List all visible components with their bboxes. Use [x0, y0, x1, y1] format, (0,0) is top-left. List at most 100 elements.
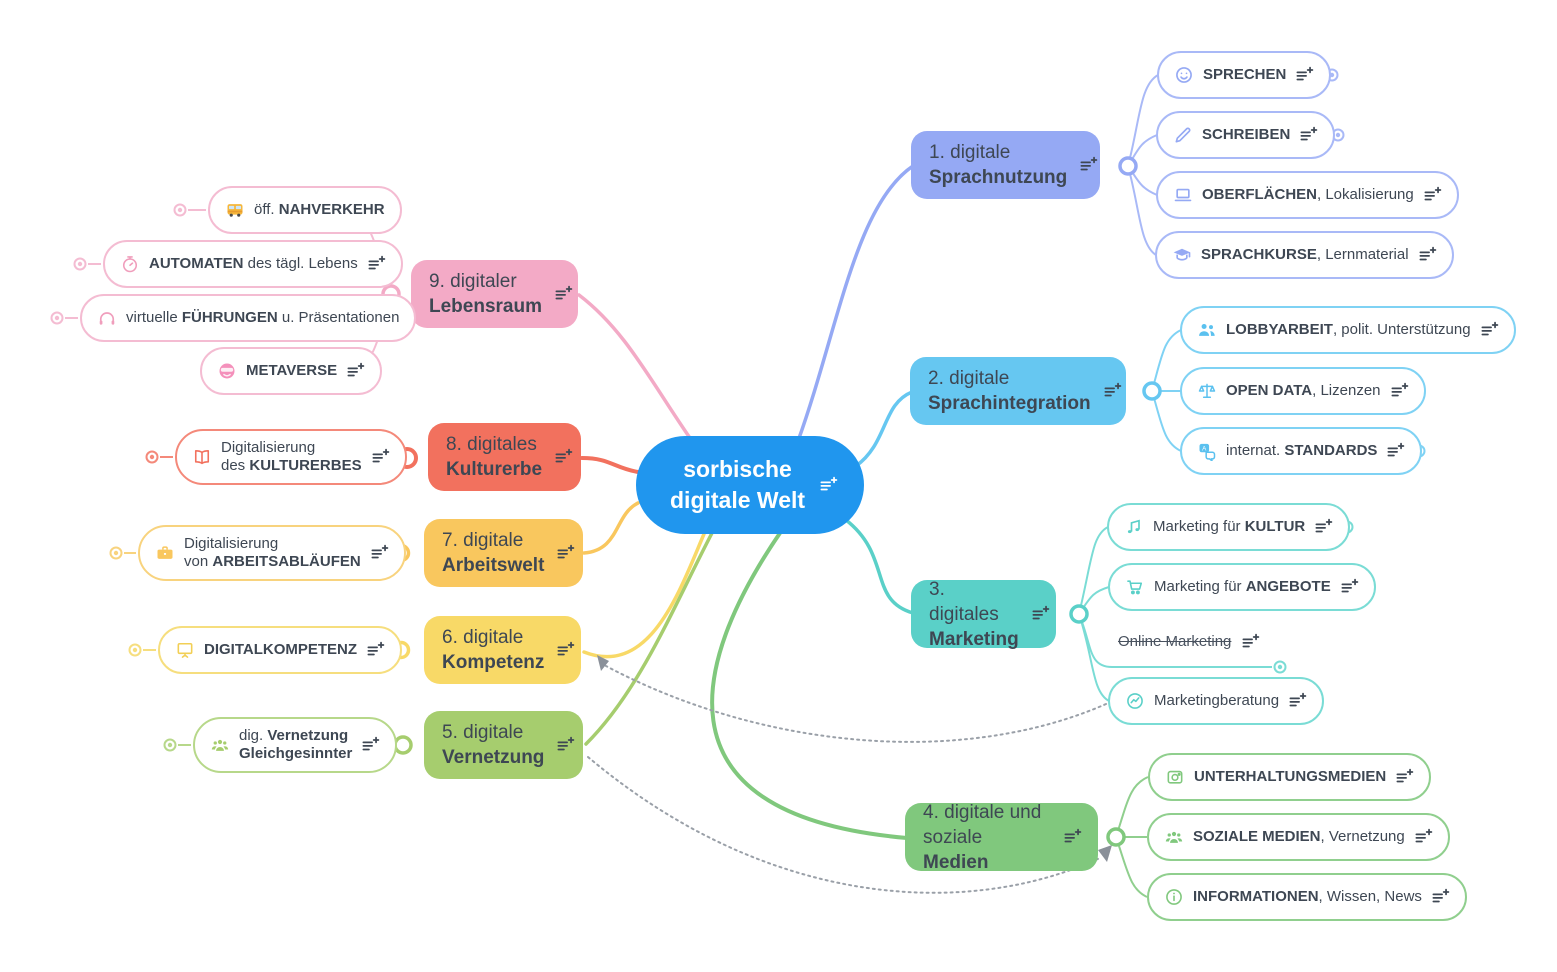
node-label: internat. STANDARDS — [1226, 442, 1378, 459]
branch-label-line1: 8. digitales — [446, 434, 537, 455]
node-digitalkompetenz[interactable]: DIGITALKOMPETENZ — [158, 626, 403, 674]
add-note-icon[interactable] — [367, 255, 386, 274]
add-note-icon[interactable] — [1340, 578, 1359, 597]
headphones-icon — [97, 308, 117, 328]
add-note-icon[interactable] — [1299, 126, 1318, 145]
add-note-icon[interactable] — [346, 362, 365, 381]
arrowhead — [1098, 845, 1112, 862]
node-marketingberatung[interactable]: Marketingberatung — [1108, 677, 1325, 725]
branch-1-sprachnutzung[interactable]: 1. digitale Sprachnutzung — [911, 131, 1100, 199]
translation-icon: A — [1197, 441, 1217, 461]
node-oberflaechen[interactable]: OBERFLÄCHEN, Lokalisierung — [1156, 171, 1459, 219]
node-label: Marketing für KULTUR — [1153, 518, 1306, 535]
add-note-icon[interactable] — [554, 448, 573, 467]
info-icon — [1164, 887, 1184, 907]
people-icon — [1197, 320, 1217, 340]
node-arbeitsablaeufe-digitalisierung[interactable]: Digitalisierung von ARBEITSABLÄUFEN — [138, 525, 406, 581]
node-label: LOBBYARBEIT, polit. Unterstützung — [1226, 321, 1471, 338]
branch-5-vernetzung[interactable]: 5. digitale Vernetzung — [424, 711, 583, 779]
branch-label-line1: 4. digitale und — [923, 801, 1042, 823]
node-metaverse[interactable]: METAVERSE — [200, 347, 383, 395]
branch-label-line1: 6. digitale — [442, 627, 524, 648]
add-note-icon[interactable] — [1423, 186, 1442, 205]
branch-label-line1: 5. digitale — [442, 722, 524, 743]
svg-text:A: A — [1202, 445, 1207, 452]
branch-4-medien[interactable]: 4. digitale und soziale Medien — [905, 801, 1098, 873]
add-note-icon[interactable] — [371, 448, 390, 467]
smiley-icon — [1174, 65, 1194, 85]
node-kulturerbe-digitalisierung[interactable]: Digitalisierung des KULTURERBES — [175, 429, 407, 485]
add-note-icon[interactable] — [1390, 382, 1409, 401]
node-label: UNTERHALTUNGSMEDIEN — [1194, 768, 1387, 785]
add-note-icon[interactable] — [1079, 156, 1098, 175]
node-marketing-kultur[interactable]: Marketing für KULTUR — [1107, 503, 1351, 551]
add-note-icon[interactable] — [1431, 888, 1450, 907]
relationship-beratung-to-kompetenz[interactable] — [597, 655, 1107, 743]
branch-label-line2: soziale Medien — [923, 826, 989, 873]
node-label: dig. Vernetzung Gleichgesinnter — [239, 727, 353, 762]
add-note-icon[interactable] — [1414, 828, 1433, 847]
node-soziale-medien[interactable]: SOZIALE MEDIEN, Vernetzung — [1147, 813, 1450, 861]
add-note-icon[interactable] — [1418, 246, 1437, 265]
add-note-icon[interactable] — [1395, 768, 1414, 787]
branch-3-marketing[interactable]: 3. digitales Marketing — [911, 579, 1056, 650]
node-standards[interactable]: A internat. STANDARDS — [1180, 427, 1423, 475]
node-marketing-angebote[interactable]: Marketing für ANGEBOTE — [1108, 563, 1376, 611]
briefcase-icon — [155, 543, 175, 563]
node-automaten[interactable]: AUTOMATEN des tägl. Lebens — [103, 240, 403, 288]
node-online-marketing[interactable]: Online Marketing — [1112, 629, 1266, 655]
add-note-icon[interactable] — [361, 736, 380, 755]
add-note-icon[interactable] — [1295, 66, 1314, 85]
node-vernetzung-gleichgesinnter[interactable]: dig. Vernetzung Gleichgesinnter — [193, 717, 398, 773]
music-note-icon — [1124, 517, 1144, 537]
branch-8-kulturerbe[interactable]: 8. digitales Kulturerbe — [428, 423, 581, 491]
node-label: OBERFLÄCHEN, Lokalisierung — [1202, 186, 1414, 203]
node-label: SOZIALE MEDIEN, Vernetzung — [1193, 828, 1405, 845]
add-note-icon[interactable] — [819, 476, 838, 495]
branch-label-line2: Arbeitswelt — [442, 555, 545, 576]
add-note-icon[interactable] — [556, 544, 575, 563]
node-nahverkehr[interactable]: öff. NAHVERKEHR — [208, 186, 402, 234]
node-fuehrungen[interactable]: virtuelle FÜHRUNGEN u. Präsentationen — [80, 294, 417, 342]
add-note-icon[interactable] — [556, 736, 575, 755]
branch-2-sprachintegration[interactable]: 2. digitale Sprachintegration — [910, 357, 1126, 425]
add-note-icon[interactable] — [1031, 605, 1050, 624]
node-label: Digitalisierung des KULTURERBES — [221, 439, 362, 474]
add-note-icon[interactable] — [370, 544, 389, 563]
add-note-icon[interactable] — [366, 641, 385, 660]
node-sprachkurse[interactable]: SPRACHKURSE, Lernmaterial — [1155, 231, 1454, 279]
node-lobbyarbeit[interactable]: LOBBYARBEIT, polit. Unterstützung — [1180, 306, 1516, 354]
root-label: sorbische digitale Welt — [670, 456, 806, 513]
branch-6-kompetenz[interactable]: 6. digitale Kompetenz — [424, 616, 581, 684]
branch-7-arbeitswelt[interactable]: 7. digitale Arbeitswelt — [424, 519, 583, 587]
add-note-icon[interactable] — [1480, 321, 1499, 340]
pencil-icon — [1173, 125, 1193, 145]
add-note-icon[interactable] — [1314, 518, 1333, 537]
add-note-icon[interactable] — [1063, 828, 1082, 847]
node-label: AUTOMATEN des tägl. Lebens — [149, 255, 358, 272]
root-node[interactable]: sorbische digitale Welt — [636, 436, 865, 534]
branch-3-child-wires — [1078, 526, 1354, 702]
node-label: SCHREIBEN — [1202, 126, 1291, 143]
add-note-icon[interactable] — [554, 285, 573, 304]
add-note-icon[interactable] — [1241, 633, 1260, 652]
node-sprechen[interactable]: SPRECHEN — [1157, 51, 1332, 99]
add-note-icon[interactable] — [556, 641, 575, 660]
branch-label-line1: 2. digitale — [928, 368, 1010, 389]
node-informationen[interactable]: INFORMATIONEN, Wissen, News — [1147, 873, 1467, 921]
add-note-icon[interactable] — [1288, 692, 1307, 711]
node-label: DIGITALKOMPETENZ — [204, 641, 358, 658]
node-label: SPRECHEN — [1203, 66, 1287, 83]
node-opendata[interactable]: OPEN DATA, Lizenzen — [1180, 367, 1426, 415]
relationship-vernetzung-to-medien[interactable] — [587, 756, 1112, 894]
add-note-icon[interactable] — [1103, 382, 1122, 401]
branch-9-lebensraum[interactable]: 9. digitaler Lebensraum — [411, 260, 578, 328]
add-note-icon[interactable] — [1386, 442, 1405, 461]
node-unterhaltungsmedien[interactable]: UNTERHALTUNGSMEDIEN — [1148, 753, 1432, 801]
node-schreiben[interactable]: SCHREIBEN — [1156, 111, 1336, 159]
node-label: OPEN DATA, Lizenzen — [1226, 382, 1381, 399]
branch-label-line1: 1. digitale — [929, 142, 1011, 163]
branch-label-line2: Lebensraum — [429, 296, 542, 317]
arrowhead — [597, 655, 609, 671]
